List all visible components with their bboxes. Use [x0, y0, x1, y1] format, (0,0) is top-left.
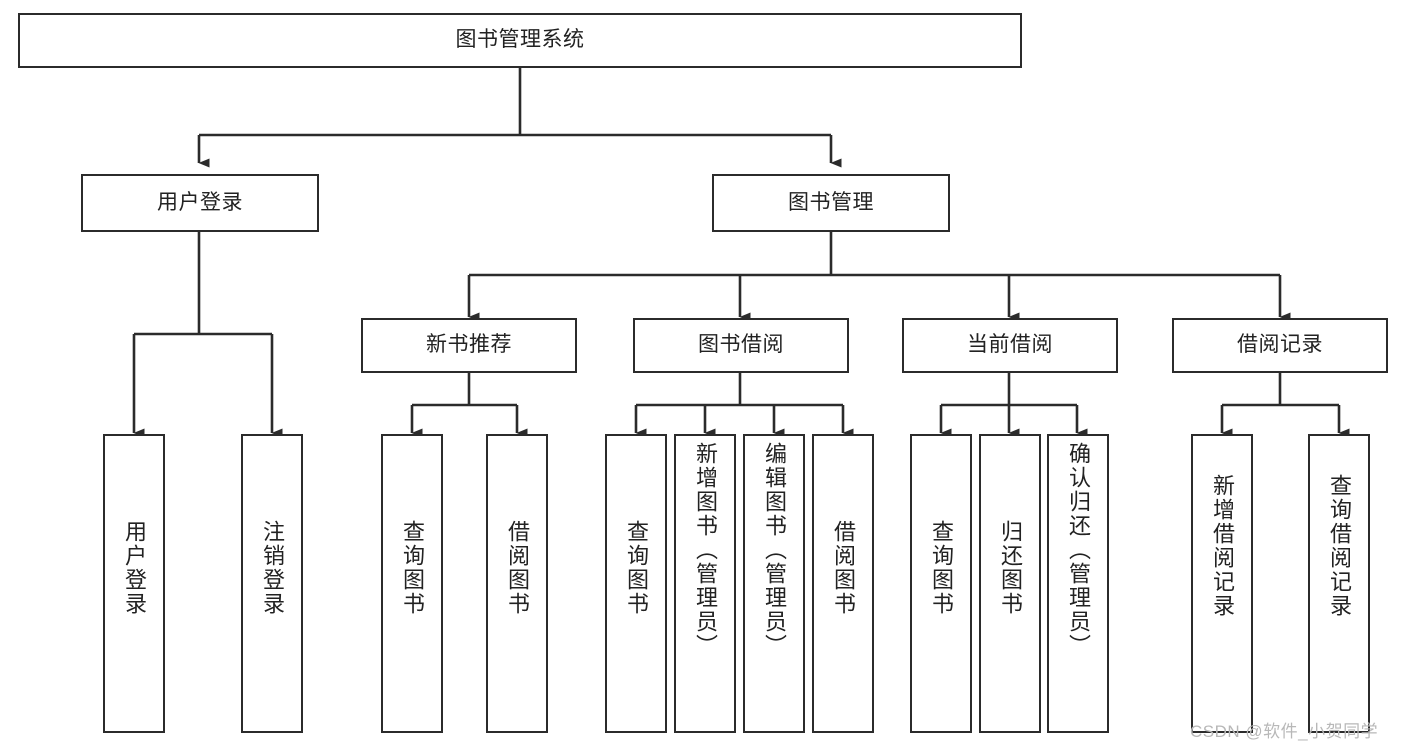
node-current-borrow-label: 当前借阅 — [967, 333, 1053, 357]
node-leaf-query-book-3[interactable]: 查询图书 — [910, 434, 972, 733]
node-leaf-query-book-1-label: 查询图书 — [400, 520, 425, 616]
node-book-management-label: 图书管理 — [788, 190, 874, 214]
node-root-label: 图书管理系统 — [455, 28, 585, 52]
node-leaf-query-book-2[interactable]: 查询图书 — [605, 434, 667, 733]
node-leaf-query-record[interactable]: 查询借阅记录 — [1308, 434, 1370, 733]
node-leaf-add-record[interactable]: 新增借阅记录 — [1191, 434, 1253, 733]
node-leaf-logout-login-label: 注销登录 — [260, 520, 285, 616]
node-leaf-add-book-label: 新增图书（管理员） — [693, 442, 718, 658]
node-book-borrow[interactable]: 图书借阅 — [633, 318, 849, 373]
node-leaf-edit-book[interactable]: 编辑图书（管理员） — [743, 434, 805, 733]
node-leaf-confirm-return[interactable]: 确认归还（管理员） — [1047, 434, 1109, 733]
node-leaf-borrow-book-1[interactable]: 借阅图书 — [486, 434, 548, 733]
node-user-login[interactable]: 用户登录 — [81, 174, 319, 232]
node-book-management[interactable]: 图书管理 — [712, 174, 950, 232]
node-leaf-user-login-label: 用户登录 — [122, 520, 147, 616]
node-leaf-user-login[interactable]: 用户登录 — [103, 434, 165, 733]
node-leaf-add-book[interactable]: 新增图书（管理员） — [674, 434, 736, 733]
node-leaf-return-book-label: 归还图书 — [998, 520, 1023, 616]
node-leaf-query-book-3-label: 查询图书 — [929, 520, 954, 616]
node-leaf-add-record-label: 新增借阅记录 — [1210, 474, 1235, 618]
node-leaf-confirm-return-label: 确认归还（管理员） — [1066, 442, 1091, 658]
node-leaf-logout-login[interactable]: 注销登录 — [241, 434, 303, 733]
node-leaf-edit-book-label: 编辑图书（管理员） — [762, 442, 787, 658]
node-leaf-borrow-book-1-label: 借阅图书 — [505, 520, 530, 616]
node-current-borrow[interactable]: 当前借阅 — [902, 318, 1118, 373]
node-borrow-record[interactable]: 借阅记录 — [1172, 318, 1388, 373]
node-leaf-borrow-book-2[interactable]: 借阅图书 — [812, 434, 874, 733]
node-book-borrow-label: 图书借阅 — [698, 333, 784, 357]
node-root[interactable]: 图书管理系统 — [18, 13, 1022, 68]
node-user-login-label: 用户登录 — [157, 190, 243, 214]
node-leaf-return-book[interactable]: 归还图书 — [979, 434, 1041, 733]
node-leaf-query-book-2-label: 查询图书 — [624, 520, 649, 616]
node-new-book-recommend[interactable]: 新书推荐 — [361, 318, 577, 373]
node-leaf-query-book-1[interactable]: 查询图书 — [381, 434, 443, 733]
watermark-text: CSDN @软件_小贺同学 — [1190, 722, 1379, 741]
node-leaf-query-record-label: 查询借阅记录 — [1327, 474, 1352, 618]
node-new-book-recommend-label: 新书推荐 — [426, 333, 512, 357]
node-borrow-record-label: 借阅记录 — [1237, 333, 1323, 357]
node-leaf-borrow-book-2-label: 借阅图书 — [831, 520, 856, 616]
